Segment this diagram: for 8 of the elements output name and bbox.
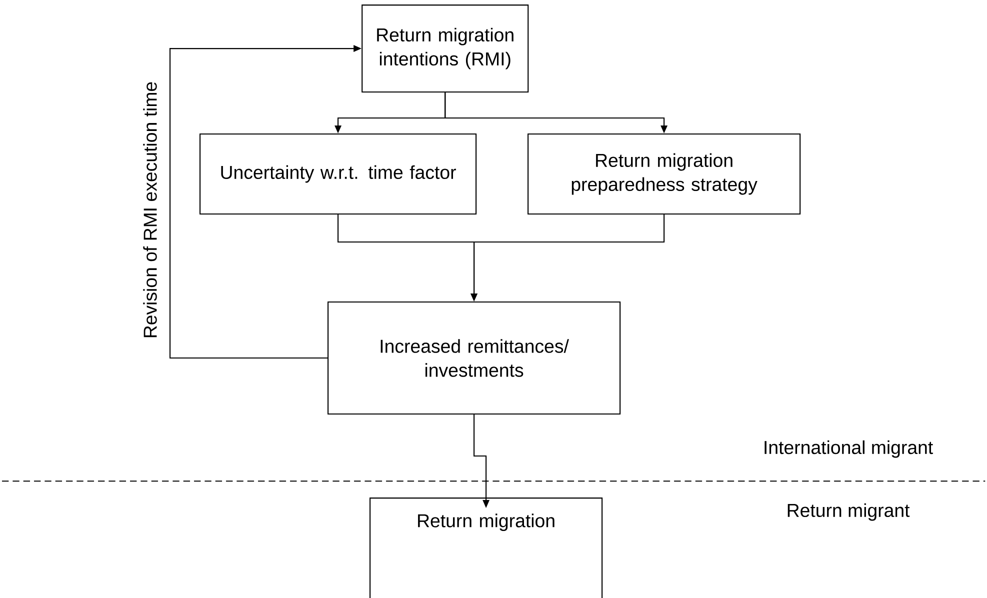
process-box: Return migration intentions (RMI) [362,4,529,93]
process-box: Increased remittances/ investments [328,301,621,415]
region-label: International migrant [764,440,933,458]
process-box: Return migration [370,497,603,598]
edge-label: Revision of RMI execution time [143,82,157,338]
process-box: Return migration preparedness strategy [528,133,801,215]
region-label: Return migrant [788,503,910,521]
process-box: Uncertainty w.r.t. time factor [199,133,477,215]
